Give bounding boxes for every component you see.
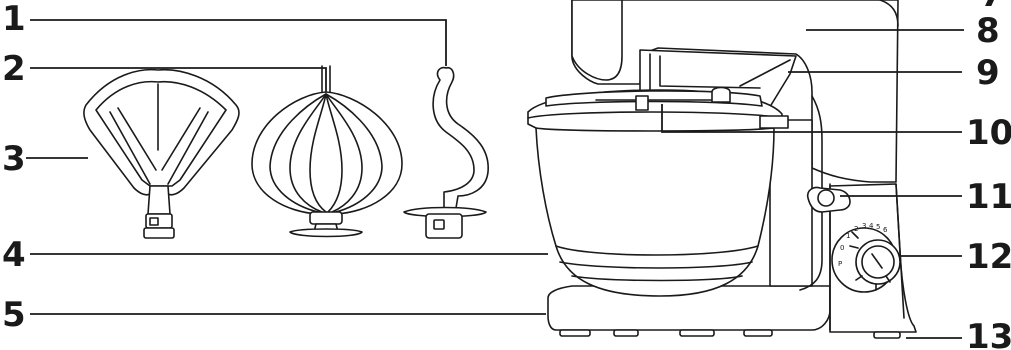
callout-4: 4 [2,235,26,275]
dial-mark-3: 3 [862,222,866,230]
balloon-whisk [251,65,403,238]
stand-mixer: P 0 1 2 3 4 5 6 [527,0,917,339]
dial-mark-6: 6 [883,226,888,234]
callout-10: 10 [966,113,1011,153]
callout-12: 12 [966,237,1011,277]
callout-11: 11 [966,177,1011,217]
leader-lines [26,19,964,339]
dial-mark-p: P [838,260,842,268]
flat-beater [83,68,240,239]
callout-5: 5 [2,295,26,335]
callout-3: 3 [2,139,26,179]
dough-hook [403,66,489,239]
speed-dial-marks: P 0 1 2 3 4 5 6 [838,222,888,268]
suction-feet [559,329,901,339]
callout-9: 9 [976,53,1000,93]
callout-8: 8 [976,11,1000,51]
callout-7: 7 [980,0,1004,15]
callout-2: 2 [2,49,26,89]
dial-mark-1: 1 [846,232,850,240]
dial-mark-4: 4 [869,222,874,230]
dial-mark-5: 5 [876,223,880,231]
callout-1: 1 [2,0,26,39]
dial-mark-2: 2 [854,225,858,233]
callout-13: 13 [966,317,1011,350]
dial-mark-0: 0 [840,244,844,252]
